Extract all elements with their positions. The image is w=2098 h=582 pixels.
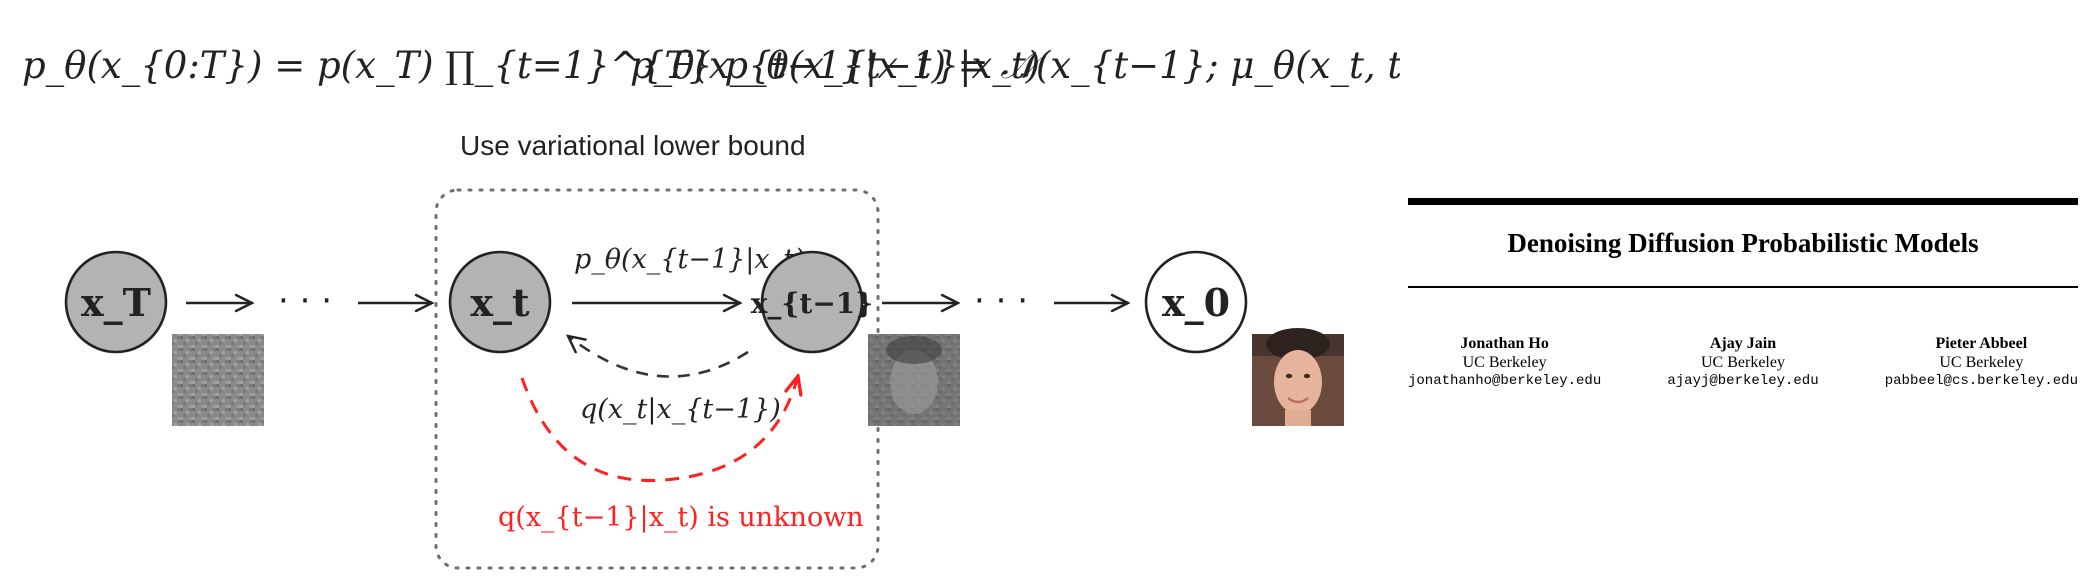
author-email: jonathanho@berkeley.edu — [1408, 373, 1602, 389]
author-ajay-jain: Ajay Jain UC Berkeley ajayj@berkeley.edu — [1667, 334, 1818, 391]
paper-title: Denoising Diffusion Probabilistic Models — [1507, 228, 1979, 258]
equation-joint: p_θ(x_{0:T}) = p(x_T) ∏_{t=1}^{T} p_θ(x_… — [22, 44, 1040, 88]
noise-sample-image — [172, 334, 264, 426]
author-email: pabbeel@cs.berkeley.edu — [1884, 373, 2078, 389]
chain-dots-2: · · · — [974, 281, 1028, 321]
diffusion-diagram: p_θ(x_{0:T}) = p(x_T) ∏_{t=1}^{T} p_θ(x_… — [22, 44, 1400, 570]
node-xt — [448, 250, 552, 354]
node-xt-label: x_t — [470, 280, 530, 325]
bottom-rule — [1408, 286, 2078, 288]
forward-dashed-arrow — [568, 336, 749, 378]
top-rule — [1408, 198, 2078, 205]
unknown-dashed-arrow — [520, 376, 798, 483]
author-name: Pieter Abbeel — [1935, 335, 2028, 352]
author-affiliation: UC Berkeley — [1462, 354, 1547, 371]
bound-label: Use variational lower bound — [460, 130, 806, 161]
author-email: ajayj@berkeley.edu — [1667, 373, 1819, 389]
author-pieter-abbeel: Pieter Abbeel UC Berkeley pabbeel@cs.ber… — [1885, 334, 2078, 391]
node-xt-minus-1-label: x_{t−1} — [751, 287, 874, 320]
equation-reverse: p_θ(x_{t−1}|x_t) = 𝒩(x_{t−1}; μ_θ(x_t, t… — [630, 44, 1400, 88]
author-list: Jonathan Ho UC Berkeley jonathanho@berke… — [1408, 334, 2078, 391]
forward-process-label: q(x_t|x_{t−1}) — [580, 394, 781, 425]
chain-dots-1: · · · — [278, 281, 332, 321]
author-affiliation: UC Berkeley — [1939, 354, 2024, 371]
variational-bound-box — [434, 188, 880, 570]
author-affiliation: UC Berkeley — [1701, 354, 1785, 371]
node-x0-label: x_0 — [1162, 280, 1230, 325]
paper-header: Denoising Diffusion Probabilistic Models… — [1408, 198, 2078, 438]
clean-face-image — [1252, 328, 1344, 426]
author-name: Jonathan Ho — [1460, 335, 1549, 352]
reverse-process-label: p_θ(x_{t−1}|x_t) — [574, 244, 805, 275]
partially-denoised-image — [868, 334, 960, 426]
node-xT-label: x_T — [81, 280, 151, 325]
node-xT — [64, 250, 168, 354]
author-jonathan-ho: Jonathan Ho UC Berkeley jonathanho@berke… — [1408, 334, 1601, 391]
node-xt-minus-1 — [760, 250, 864, 354]
author-name: Ajay Jain — [1709, 335, 1777, 352]
node-x0 — [1144, 250, 1248, 354]
unknown-posterior-label: q(x_{t−1}|x_t) is unknown — [498, 502, 864, 533]
